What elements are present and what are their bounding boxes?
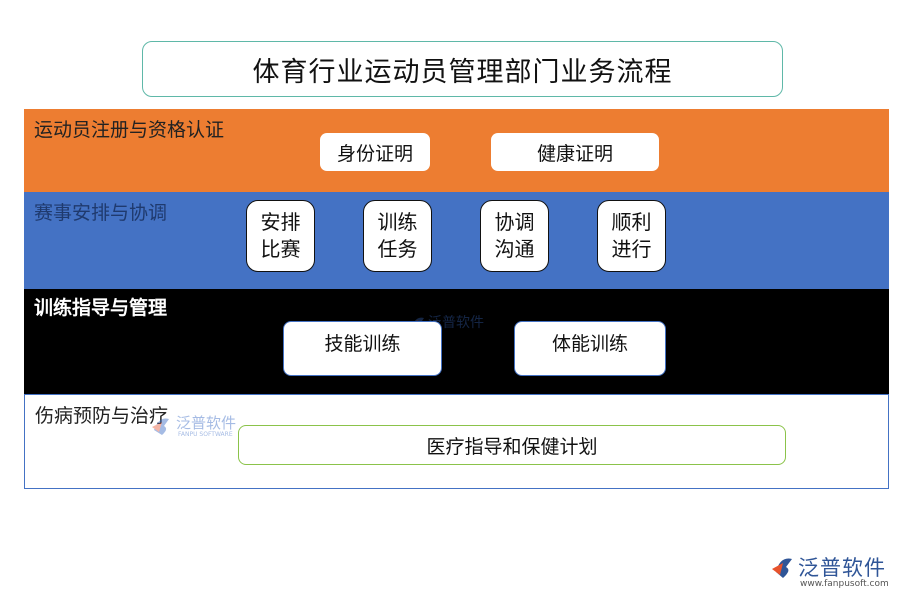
node-training-task: 训练任务	[363, 200, 432, 272]
node-health-proof: 健康证明	[491, 133, 659, 171]
node-coordinate-text: 协调沟通	[494, 210, 535, 261]
band-training: 训练指导与管理	[24, 289, 889, 394]
band-label-injury: 伤病预防与治疗	[35, 405, 169, 427]
band-label-training: 训练指导与管理	[34, 297, 168, 319]
logo-url: www.fanpusoft.com	[800, 579, 889, 589]
node-medical-guidance: 医疗指导和保健计划	[238, 425, 786, 465]
band-label-schedule: 赛事安排与协调	[34, 202, 168, 224]
band-label-registration: 运动员注册与资格认证	[34, 119, 225, 141]
node-coordinate: 协调沟通	[480, 200, 549, 272]
band-schedule: 赛事安排与协调	[24, 192, 889, 289]
node-fitness-training: 体能训练	[514, 321, 666, 376]
watermark-left-subtext: FANPU SOFTWARE	[178, 431, 233, 438]
node-arrange-match: 安排比赛	[246, 200, 315, 272]
watermark-left-logo-icon	[152, 418, 169, 435]
node-smooth-progress-text: 顺利进行	[611, 210, 652, 261]
brand-logo: 泛普软件 www.fanpusoft.com	[770, 552, 892, 594]
watermark-left-text: 泛普软件	[176, 414, 237, 432]
node-training-task-text: 训练任务	[377, 210, 418, 261]
node-smooth-progress: 顺利进行	[597, 200, 666, 272]
fanpu-logo-icon	[772, 558, 792, 578]
node-identity-proof: 身份证明	[320, 133, 430, 171]
watermark-center-text: 泛普软件	[428, 315, 484, 331]
node-arrange-match-text: 安排比赛	[260, 210, 301, 261]
band-registration: 运动员注册与资格认证	[24, 109, 889, 192]
diagram-title: 体育行业运动员管理部门业务流程	[142, 41, 783, 97]
logo-name: 泛普软件	[798, 556, 886, 580]
node-skill-training: 技能训练	[283, 321, 442, 376]
